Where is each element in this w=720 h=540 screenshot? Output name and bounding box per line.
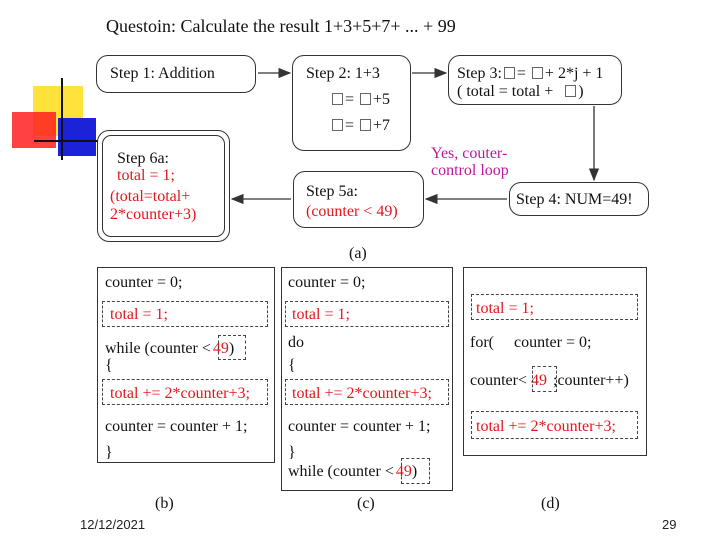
step6a-line1: total = 1; xyxy=(117,167,175,184)
yes-counter-label-line2: control loop xyxy=(431,162,509,179)
placeholder-glyph-icon xyxy=(531,67,543,79)
step6a-line2: (total=total+ xyxy=(110,188,191,205)
step4-box xyxy=(509,182,649,216)
code-b-line3: while (counter <49) xyxy=(105,340,235,357)
code-d-line2: for(counter = 0; xyxy=(470,334,592,351)
code-d-line3: counter<49;counter++) xyxy=(470,372,629,389)
code-d-dashed-box-init xyxy=(471,294,638,320)
code-d-line4: total += 2*counter+3; xyxy=(476,418,616,435)
step5a-box xyxy=(293,171,424,228)
step6a-inner-box xyxy=(102,135,225,237)
code-panel-d xyxy=(463,267,647,456)
code-c-line1: counter = 0; xyxy=(288,274,366,291)
caption-b: (b) xyxy=(155,495,174,512)
placeholder-glyph-icon xyxy=(360,93,372,105)
code-b-line1: counter = 0; xyxy=(105,274,183,291)
step1-label: Step 1: Addition xyxy=(110,65,215,82)
step3-line1: Step 3:= + 2*j + 1 xyxy=(457,65,604,82)
code-c-line2: total = 1; xyxy=(292,306,350,323)
placeholder-glyph-icon xyxy=(332,93,343,105)
placeholder-glyph-icon xyxy=(360,119,372,131)
code-panel-b xyxy=(97,267,275,463)
code-c-line6: counter = counter + 1; xyxy=(288,418,431,435)
deco-horizontal-line xyxy=(34,140,98,142)
step4-label: Step 4: NUM=49! xyxy=(516,191,633,208)
code-c-line5: total += 2*counter+3; xyxy=(292,385,432,402)
footer-date: 12/12/2021 xyxy=(80,517,146,532)
step2-box xyxy=(292,55,411,151)
code-b-line4: { xyxy=(105,357,113,374)
caption-d: (d) xyxy=(541,495,560,512)
placeholder-glyph-icon xyxy=(332,119,343,131)
code-b-line5: total += 2*counter+3; xyxy=(110,385,250,402)
step6a-line3: 2*counter+3) xyxy=(110,206,197,223)
step6a-title: Step 6a: xyxy=(117,150,169,167)
step2-line1: = +5 xyxy=(330,90,390,109)
deco-red-square xyxy=(12,112,56,148)
code-d-dashed-box-body xyxy=(471,411,638,439)
flow-arrows xyxy=(230,67,600,205)
code-b-dashed-box-init xyxy=(102,301,268,327)
code-c-line3: do xyxy=(288,334,304,351)
code-b-line2: total = 1; xyxy=(110,306,168,323)
code-d-line1: total = 1; xyxy=(476,300,534,317)
code-c-dashed-box-limit xyxy=(401,458,430,484)
yes-counter-label-line1: Yes, couter- xyxy=(431,145,508,162)
placeholder-glyph-icon xyxy=(565,85,577,97)
question-title: Questoin: Calculate the result 1+3+5+7+ … xyxy=(106,16,456,36)
deco-blue-square xyxy=(58,118,96,156)
code-d-dashed-box-limit xyxy=(532,366,557,392)
step2-title: Step 2: 1+3 xyxy=(306,65,380,82)
code-b-dashed-box-limit xyxy=(218,335,246,360)
code-c-line8: while (counter <49) xyxy=(288,463,418,480)
placeholder-glyph-icon xyxy=(503,67,515,79)
caption-a: (a) xyxy=(349,245,367,262)
step2-line2: = +7 xyxy=(330,116,390,135)
caption-c: (c) xyxy=(357,495,375,512)
step5a-condition: (counter < 49) xyxy=(306,203,398,220)
step5a-title: Step 5a: xyxy=(306,183,358,200)
code-c-dashed-box-init xyxy=(285,301,449,327)
code-b-line7: } xyxy=(105,444,113,461)
code-c-line4: { xyxy=(288,357,296,374)
deco-vertical-line xyxy=(61,78,63,160)
step1-box xyxy=(96,55,256,93)
code-b-line6: counter = counter + 1; xyxy=(105,418,248,435)
code-c-line7: } xyxy=(288,444,296,461)
code-c-dashed-box-body xyxy=(285,379,449,405)
code-b-dashed-box-body xyxy=(102,379,268,405)
step3-line2: ( total = total + ) xyxy=(457,83,584,100)
step3-box xyxy=(448,55,622,105)
footer-page-number: 29 xyxy=(662,517,677,532)
